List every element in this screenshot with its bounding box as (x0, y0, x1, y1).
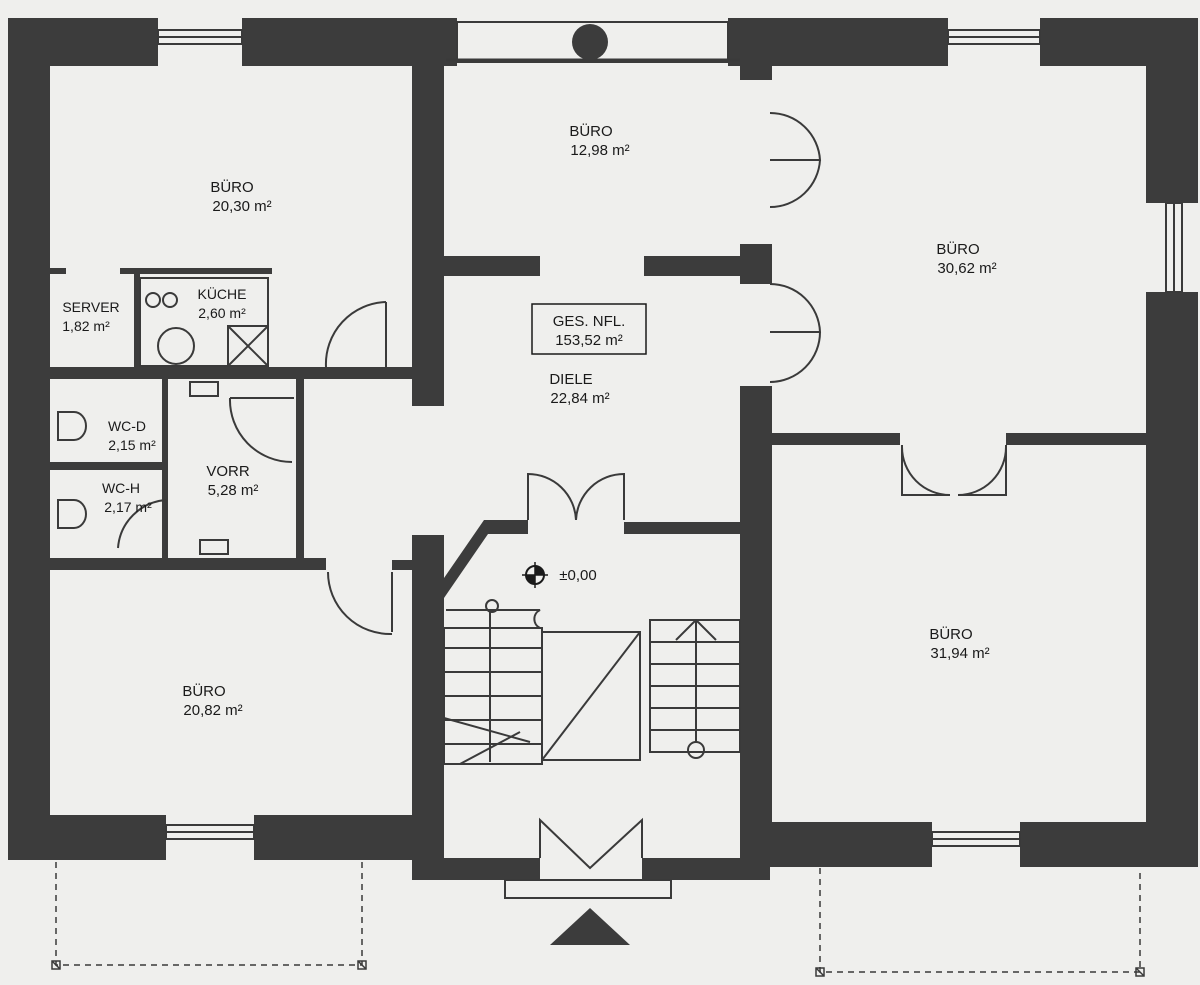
room-name-kueche: KÜCHE (197, 285, 246, 302)
room-area-buero-se: 31,94 m² (930, 645, 989, 662)
fixtures (57, 277, 269, 555)
room-area-wc-h: 2,17 m² (104, 499, 152, 515)
room-area-server: 1,82 m² (62, 318, 110, 334)
room-name-buero-n: BÜRO (569, 122, 612, 140)
door-swings (117, 111, 1007, 899)
room-name-buero-ne: BÜRO (936, 240, 979, 258)
total-area-label: GES. NFL. (553, 313, 626, 330)
staircase (443, 599, 741, 765)
room-name-diele: DIELE (549, 371, 592, 388)
windows (157, 29, 1183, 847)
entrance-arrow-icon (550, 908, 630, 945)
terrace-post-markers (51, 960, 1145, 977)
room-name-wc-h: WC-H (102, 480, 140, 496)
level-marker-text: ±0,00 (559, 567, 596, 584)
room-area-diele: 22,84 m² (550, 390, 609, 407)
room-name-buero-se: BÜRO (929, 625, 972, 643)
room-name-wc-d: WC-D (108, 418, 146, 434)
total-area-value: 153,52 m² (555, 332, 623, 349)
room-area-buero-nw: 20,30 m² (212, 198, 271, 215)
room-name-vorr: VORR (206, 463, 250, 480)
room-area-kueche: 2,60 m² (198, 305, 246, 321)
room-area-buero-n: 12,98 m² (570, 142, 629, 159)
exterior-walls (8, 18, 1198, 880)
terraces (55, 862, 1141, 973)
room-name-buero-nw: BÜRO (210, 178, 253, 196)
top-window (440, 20, 745, 63)
room-name-server: SERVER (62, 299, 119, 315)
room-area-vorr: 5,28 m² (208, 482, 259, 499)
total-area-box (531, 303, 647, 355)
partitions (50, 268, 412, 570)
room-area-wc-d: 2,15 m² (108, 437, 156, 453)
level-marker (522, 562, 548, 588)
room-area-buero-ne: 30,62 m² (937, 260, 996, 277)
interior-walls (412, 50, 1146, 866)
room-area-buero-sw: 20,82 m² (183, 702, 242, 719)
room-name-buero-sw: BÜRO (182, 682, 225, 700)
